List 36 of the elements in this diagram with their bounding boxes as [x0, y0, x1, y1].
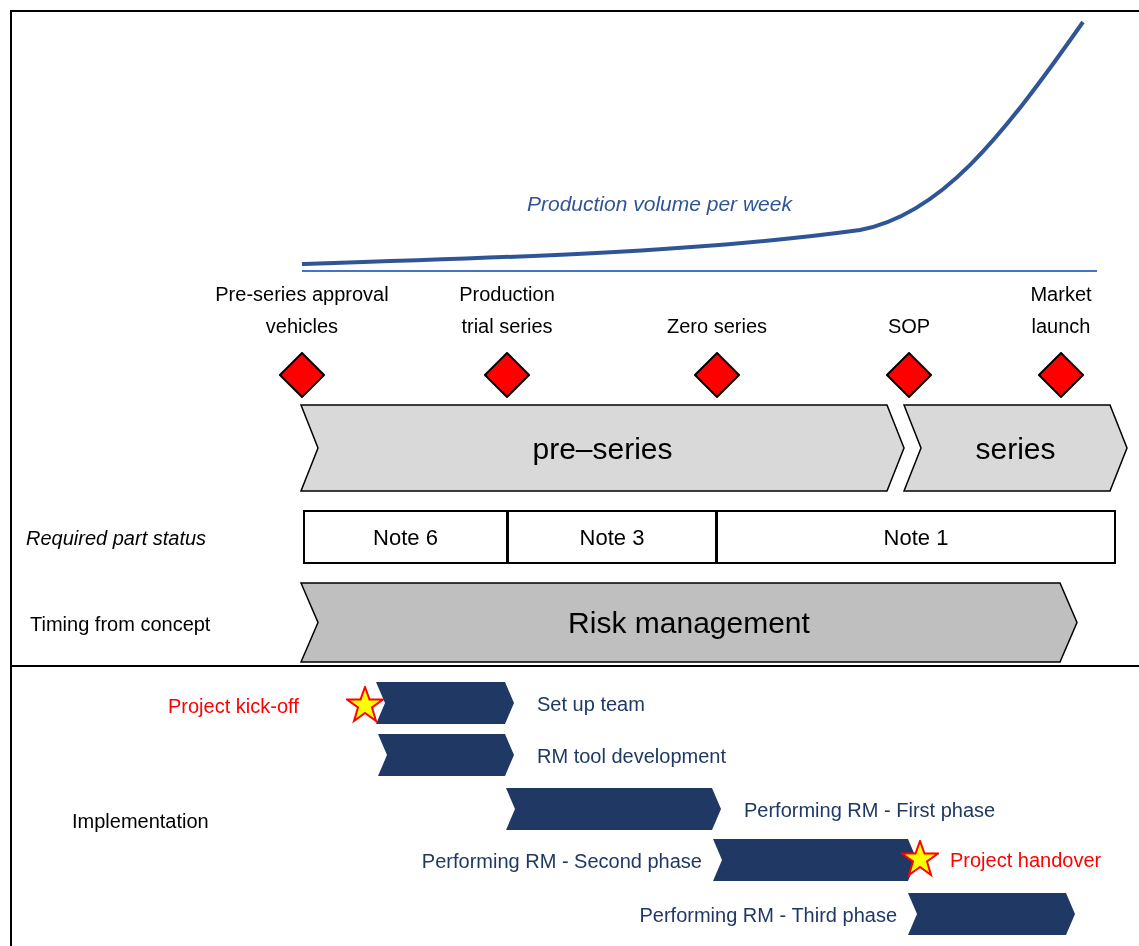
milestone-diamond: [886, 352, 932, 398]
milestone-label: Production trial series: [458, 282, 556, 339]
milestone-label: Project kick-off: [168, 694, 299, 719]
status-cell: [303, 510, 508, 564]
row-label: Timing from concept: [30, 612, 211, 637]
gantt-bar: [505, 787, 722, 831]
node-text: series: [975, 430, 1056, 467]
gantt-bar: [375, 681, 515, 725]
milestone-label: Pre-series approval vehicles: [214, 282, 390, 339]
task-label: Set up team: [537, 692, 645, 717]
curve-label: Production volume per week: [527, 191, 792, 217]
milestone-label: SOP: [886, 314, 932, 339]
milestone-diamond: [694, 352, 740, 398]
node-text: Note 3: [579, 523, 645, 552]
node-text: Note 6: [373, 523, 438, 552]
phase-band: [300, 582, 1078, 663]
milestone-diamond: [1038, 352, 1084, 398]
milestone-diamond: [279, 352, 325, 398]
node-text: Risk management: [568, 605, 810, 641]
node-text: pre–series: [532, 430, 673, 467]
milestone-label: Project handover: [950, 848, 1102, 873]
task-label: Performing RM - First phase: [744, 798, 996, 823]
gantt-bar: [907, 892, 1076, 936]
row-label: Required part status: [26, 526, 207, 551]
status-cell: [716, 510, 1116, 564]
phase-band: [903, 404, 1128, 492]
task-label: Performing RM - Third phase: [639, 903, 897, 928]
node-text: Note 1: [883, 523, 949, 552]
task-label: Performing RM - Second phase: [421, 849, 702, 874]
status-cell: [507, 510, 717, 564]
task-label: RM tool development: [537, 744, 726, 769]
gantt-bar: [377, 733, 515, 777]
row-label: Implementation: [72, 809, 209, 834]
milestone-label: Zero series: [666, 314, 768, 339]
milestone-diamond: [484, 352, 530, 398]
milestone-label: Market launch: [1029, 282, 1093, 339]
